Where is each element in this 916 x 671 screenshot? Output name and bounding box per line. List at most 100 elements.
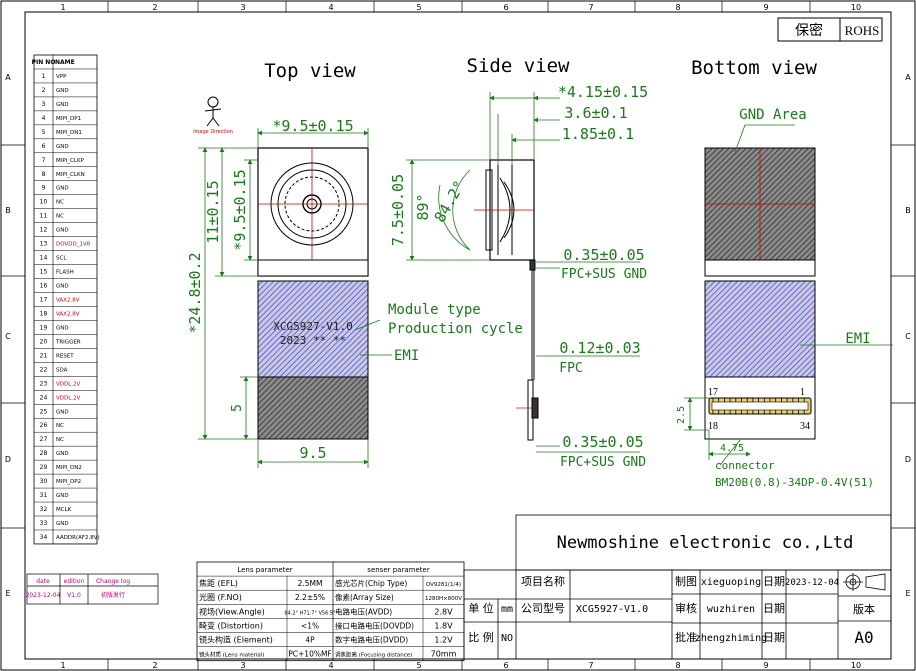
date-value: 2023-12-04: [785, 578, 839, 588]
frame-col-top-4: 4: [328, 3, 333, 12]
pin-name: GND: [56, 451, 69, 457]
pin-name: VAX2.8V: [56, 311, 80, 317]
pin-name: NC: [56, 423, 64, 429]
lens-param-value: 2.2±5%: [295, 593, 325, 602]
pin-no: 2: [42, 87, 46, 94]
pin-name: GND: [56, 88, 69, 94]
frame-col-bottom-6: 6: [503, 661, 508, 670]
pin-no: 6: [42, 143, 46, 150]
lens-param-value: PC+10%MF: [288, 650, 332, 659]
frame-col-top-2: 2: [152, 3, 157, 12]
part-no-value: XCG5927-V1.0: [576, 604, 648, 615]
frame-row-right-A: A: [905, 73, 911, 82]
pin-name: DOVDD_1V8: [56, 242, 91, 248]
dim-fpc-sus-1: 0.35±0.05: [563, 246, 644, 264]
pin-no: 1: [42, 73, 46, 80]
pin-name: VDDL.2V: [56, 395, 81, 401]
dim-top-bottom-width: 9.5: [299, 444, 326, 462]
top-view: [257, 147, 369, 440]
pin-no: 8: [42, 171, 46, 178]
rohs-tag: ROHS: [845, 23, 880, 38]
lens-param-label: 焦距 (EFL): [199, 578, 238, 588]
pin-name: SDA: [56, 367, 68, 373]
frame-row-right-E: E: [905, 589, 910, 598]
approved-by: zhengzhiming: [695, 633, 767, 644]
dim-conn-w: 4.75: [720, 443, 744, 454]
pin-name: MIPI_DN1: [56, 130, 82, 136]
pin-no: 17: [40, 296, 48, 303]
pin-no: 9: [42, 185, 46, 192]
unit-label: 单 位: [468, 601, 494, 615]
pin-name: GND: [56, 521, 69, 527]
pin-no: 3: [42, 101, 46, 108]
dim-top-connector: 5: [230, 404, 245, 412]
changelog-h-date: date: [36, 578, 50, 585]
frame-row-left-B: B: [5, 206, 11, 215]
pin-name: SCL: [56, 256, 67, 262]
drawn-label: 制图: [675, 575, 697, 588]
frame-row-left-C: C: [5, 332, 11, 341]
project-name-label: 项目名称: [521, 574, 565, 588]
frame-row-left-D: D: [5, 455, 11, 464]
pin-name: MIPI_DP2: [56, 479, 81, 485]
frame-row-right-C: C: [905, 332, 911, 341]
production-cycle-value: 2023 ** **: [280, 334, 346, 347]
pin-header-name: NAME: [55, 59, 75, 66]
label-fpc-sus-2: FPC+SUS GND: [560, 455, 646, 470]
lens-param-label: 光圈 (F.NO): [199, 592, 242, 602]
pin-name: MIPI_CLKP: [56, 158, 85, 164]
sensor-param-value: 1280H×800V: [425, 596, 462, 602]
pin-no: 23: [40, 380, 48, 387]
pin-no: 11: [40, 213, 48, 220]
frame-col-bottom-1: 1: [60, 661, 65, 670]
pin-name: GND: [56, 144, 69, 150]
pin-name: GND: [56, 102, 69, 108]
frame-col-top-7: 7: [588, 3, 593, 12]
part-no-label: 公司型号: [521, 601, 565, 615]
pin-no: 30: [40, 478, 48, 485]
date-label: 日期: [763, 575, 785, 588]
dim-fpc: 0.12±0.03: [559, 339, 640, 357]
frame-col-top-6: 6: [503, 3, 508, 12]
angle-a: 89°: [414, 193, 432, 220]
sensor-param-value: OV9281(1/4): [426, 582, 461, 588]
frame-col-top-5: 5: [416, 3, 421, 12]
pin-no: 18: [40, 310, 48, 317]
top-view-title: Top view: [264, 60, 356, 82]
angle-b: 84.2°: [431, 177, 469, 225]
check-label: 审核: [675, 601, 697, 615]
conn-pin-1: 1: [800, 387, 805, 398]
label-fpc: FPC: [559, 361, 582, 376]
projection-symbol-icon: [843, 573, 886, 591]
pin-name: GND: [56, 228, 69, 234]
pin-name: NC: [56, 200, 64, 206]
pin-no: 13: [40, 241, 48, 248]
pin-no: 5: [42, 129, 46, 136]
scale-value: NO: [501, 633, 513, 644]
changelog-entry: 初版发行: [101, 591, 125, 599]
frame-row-left-E: E: [5, 589, 10, 598]
pin-name: GND: [56, 186, 69, 192]
dim-side-total: *4.15±0.15: [558, 83, 648, 101]
frame-col-bottom-3: 3: [240, 661, 245, 670]
conn-pin-18: 18: [708, 421, 718, 432]
sensor-param-value: 2.8V: [434, 607, 453, 616]
pin-no: 21: [40, 352, 48, 359]
frame-col-bottom-5: 5: [416, 661, 421, 670]
pin-no: 19: [40, 324, 48, 331]
frame-col-top-3: 3: [240, 3, 245, 12]
pin-no: 31: [40, 492, 48, 499]
lens-param-value: 2.5MM: [298, 579, 323, 588]
dim-conn-h: 2.5: [676, 406, 687, 424]
frame-col-bottom-8: 8: [675, 661, 680, 670]
frame-col-bottom-10: 10: [851, 661, 861, 670]
pin-name: MCLK: [56, 507, 72, 513]
version-value: A0: [854, 628, 873, 647]
sensor-param-label: 感光芯片(Chip Type): [335, 578, 407, 588]
pin-name: NC: [56, 437, 64, 443]
pin-no: 34: [40, 534, 48, 541]
unit-value: mm: [501, 604, 513, 615]
dim-side-mid: 3.6±0.1: [564, 104, 627, 122]
pin-name: MIPI_DP1: [56, 116, 81, 122]
